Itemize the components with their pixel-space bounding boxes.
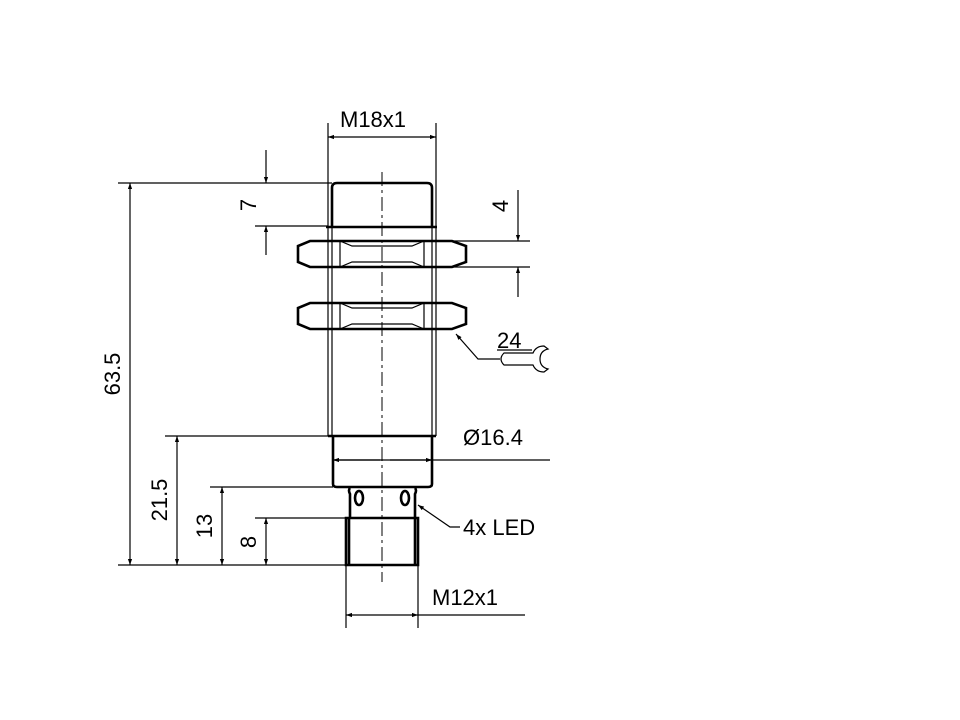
wrench-icon (500, 345, 550, 373)
led-indicator (353, 489, 365, 507)
led-note-label: 4x LED (463, 515, 535, 540)
dim-8-label: 8 (236, 536, 261, 548)
wrench-size-label: 24 (497, 328, 521, 353)
thread-top-label: M18x1 (340, 107, 406, 132)
dim-nut-label: 4 (488, 200, 513, 212)
led-indicator (399, 489, 411, 507)
thread-bottom-label: M12x1 (432, 585, 498, 610)
dim-13-label: 13 (192, 514, 217, 538)
dim-21-5-label: 21.5 (147, 479, 172, 522)
hex-nut-lower (296, 301, 468, 331)
dim-total-length-label: 63.5 (100, 353, 125, 396)
sensor-body (296, 181, 468, 567)
sensing-face-cap (330, 181, 434, 226)
dim-cap-label: 7 (236, 199, 261, 211)
diameter-label: Ø16.4 (463, 425, 523, 450)
